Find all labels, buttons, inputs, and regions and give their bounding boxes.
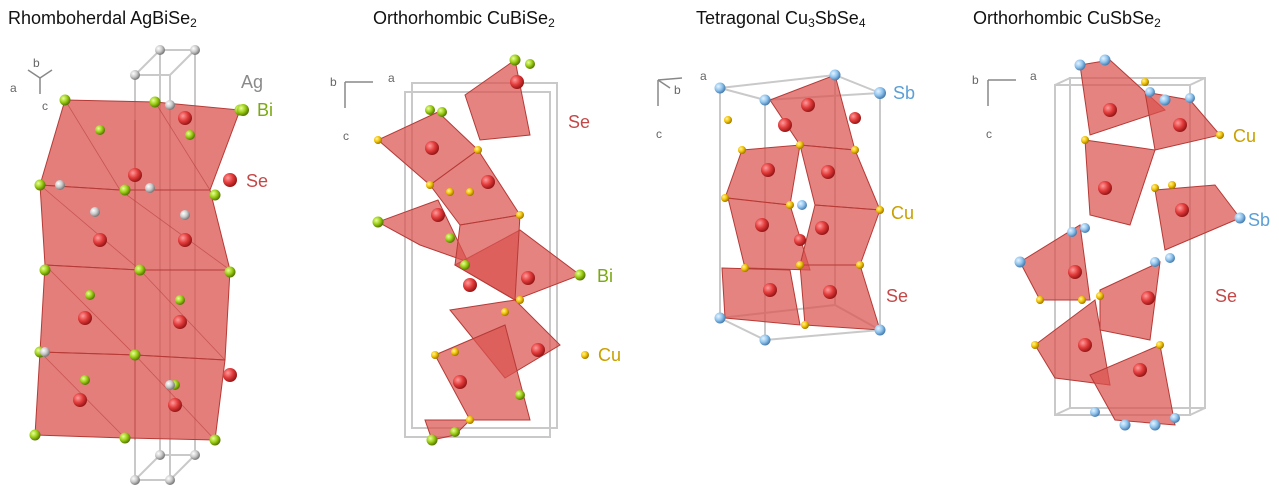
panel-cusbse2: b a c — [972, 54, 1270, 431]
label-se-cusbse2: Se — [1215, 286, 1237, 306]
axis-b-label: b — [330, 75, 337, 89]
panel-title-cubise2: Orthorhombic CuBiSe2 — [373, 8, 555, 30]
axis-c-label: c — [656, 127, 662, 141]
axis-triad-cu3sbse4 — [657, 77, 683, 106]
axis-a-label: a — [10, 81, 17, 95]
label-sb-cusbse2: Sb — [1248, 210, 1270, 230]
atoms-cu-cusbse2 — [1031, 78, 1224, 349]
axis-b-label: b — [972, 73, 979, 87]
label-bi-agbise2: Bi — [257, 100, 273, 120]
atoms-cu-cubise2 — [374, 136, 589, 424]
atoms-se-cubise2 — [425, 75, 545, 389]
axis-triad-cusbse2 — [987, 79, 1016, 106]
axis-c-label: c — [986, 127, 992, 141]
atoms-ag-agbise2 — [40, 45, 200, 485]
panel-cubise2: b a c — [330, 54, 621, 446]
atoms-sb-cu3sbse4 — [714, 69, 886, 346]
label-sb-cu3sbse4: Sb — [893, 83, 915, 103]
axis-a-label: a — [700, 69, 707, 83]
atoms-sb-cusbse2 — [1014, 54, 1246, 431]
polyhedra-agbise2 — [34, 99, 241, 441]
label-ag-agbise2: Ag — [241, 72, 263, 92]
label-cu-cusbse2: Cu — [1233, 126, 1256, 146]
polyhedra-cu3sbse4 — [721, 74, 881, 331]
polyhedra-edges-agbise2 — [39, 99, 231, 441]
label-cu-cubise2: Cu — [598, 345, 621, 365]
atoms-se-agbise2 — [73, 111, 237, 412]
panel-agbise2: b a c — [10, 45, 273, 485]
axis-triad-agbise2 — [27, 69, 53, 94]
panel-title-cusbse2: Orthorhombic CuSbSe2 — [973, 8, 1161, 30]
atoms-se-cu3sbse4 — [755, 98, 861, 299]
axis-c-label: c — [42, 99, 48, 113]
axis-a-label: a — [1030, 69, 1037, 83]
panel-title-agbise2: Rhomboherdal AgBiSe2 — [8, 8, 197, 30]
legend-bi-dot — [237, 104, 249, 116]
axis-b-label: b — [674, 83, 681, 97]
atoms-bi-cubise2 — [372, 54, 586, 446]
label-se-cu3sbse4: Se — [886, 286, 908, 306]
panel-title-cu3sbse4: Tetragonal Cu3SbSe4 — [696, 8, 866, 30]
axis-a-label: a — [388, 71, 395, 85]
axis-b-label: b — [33, 56, 40, 70]
label-bi-cubise2: Bi — [597, 266, 613, 286]
polyhedra-cusbse2 — [1019, 59, 1241, 426]
label-se-cubise2: Se — [568, 112, 590, 132]
atoms-se-cusbse2 — [1068, 103, 1189, 377]
atoms-cu-cu3sbse4 — [721, 116, 884, 329]
axis-c-label: c — [343, 129, 349, 143]
panel-cu3sbse4: a b c — [656, 69, 915, 346]
legend-sb-dot — [874, 87, 886, 99]
axis-triad-cubise2 — [344, 81, 373, 108]
label-cu-cu3sbse4: Cu — [891, 203, 914, 223]
label-se-agbise2: Se — [246, 171, 268, 191]
polyhedra-cubise2 — [376, 59, 582, 441]
